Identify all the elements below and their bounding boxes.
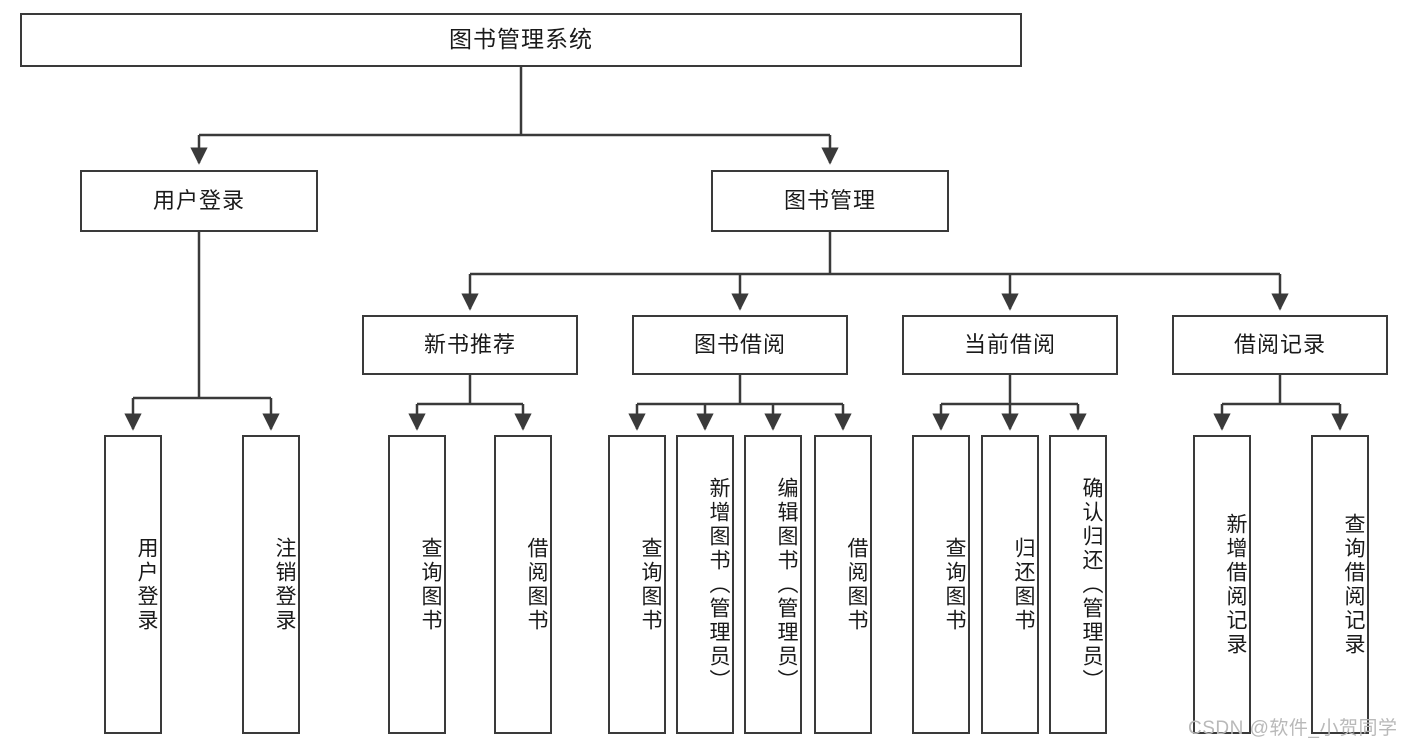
node-current-borrow[interactable]: 当前借阅 bbox=[902, 315, 1118, 375]
leaf-user-login-logout[interactable]: 注销登录 bbox=[242, 435, 300, 734]
node-label: 查询图书 bbox=[639, 536, 662, 633]
leaf-book-borrow-query[interactable]: 查询图书 bbox=[608, 435, 666, 734]
node-label: 归还图书 bbox=[1012, 536, 1035, 633]
node-label: 新增借阅记录 bbox=[1224, 512, 1247, 657]
leaf-current-borrow-return[interactable]: 归还图书 bbox=[981, 435, 1039, 734]
node-book-management[interactable]: 图书管理 bbox=[711, 170, 949, 232]
node-label: 借阅图书 bbox=[845, 536, 868, 633]
node-label: 确认归还（管理员） bbox=[1080, 476, 1103, 693]
node-label: 新书推荐 bbox=[423, 331, 516, 357]
node-label: 当前借阅 bbox=[963, 331, 1056, 357]
leaf-book-borrow-edit[interactable]: 编辑图书（管理员） bbox=[744, 435, 802, 734]
node-user-login[interactable]: 用户登录 bbox=[80, 170, 318, 232]
node-label: 新增图书（管理员） bbox=[707, 476, 730, 693]
node-root-system[interactable]: 图书管理系统 bbox=[20, 13, 1022, 67]
leaf-book-borrow-add[interactable]: 新增图书（管理员） bbox=[676, 435, 734, 734]
node-book-borrow[interactable]: 图书借阅 bbox=[632, 315, 848, 375]
node-label: 图书管理 bbox=[783, 187, 876, 213]
node-label: 图书管理系统 bbox=[449, 26, 593, 53]
node-label: 用户登录 bbox=[135, 536, 158, 633]
leaf-borrow-record-query[interactable]: 查询借阅记录 bbox=[1311, 435, 1369, 734]
node-label: 用户登录 bbox=[152, 187, 245, 213]
node-label: 注销登录 bbox=[273, 536, 296, 633]
leaf-new-book-borrow[interactable]: 借阅图书 bbox=[494, 435, 552, 734]
node-label: 编辑图书（管理员） bbox=[775, 476, 798, 693]
node-label: 借阅记录 bbox=[1233, 331, 1326, 357]
node-new-book-recommend[interactable]: 新书推荐 bbox=[362, 315, 578, 375]
leaf-book-borrow-borrow[interactable]: 借阅图书 bbox=[814, 435, 872, 734]
leaf-current-borrow-confirm-return[interactable]: 确认归还（管理员） bbox=[1049, 435, 1107, 734]
node-label: 查询借阅记录 bbox=[1342, 512, 1365, 657]
node-label: 借阅图书 bbox=[525, 536, 548, 633]
csdn-watermark: CSDN @软件_小贺同学 bbox=[1188, 718, 1398, 739]
node-label: 查询图书 bbox=[419, 536, 442, 633]
node-borrow-record[interactable]: 借阅记录 bbox=[1172, 315, 1388, 375]
leaf-borrow-record-add[interactable]: 新增借阅记录 bbox=[1193, 435, 1251, 734]
leaf-new-book-query[interactable]: 查询图书 bbox=[388, 435, 446, 734]
leaf-user-login-login[interactable]: 用户登录 bbox=[104, 435, 162, 734]
node-label: 查询图书 bbox=[943, 536, 966, 633]
leaf-current-borrow-query[interactable]: 查询图书 bbox=[912, 435, 970, 734]
node-label: 图书借阅 bbox=[693, 331, 786, 357]
